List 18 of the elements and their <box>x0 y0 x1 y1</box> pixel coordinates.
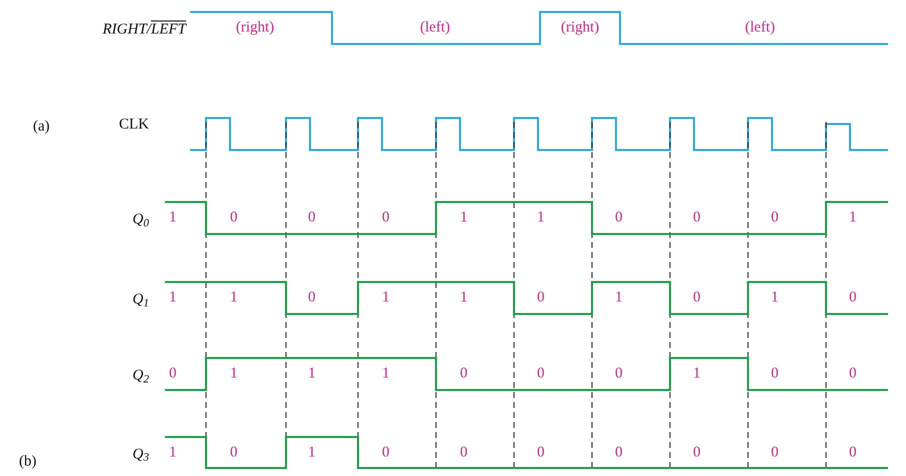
direction-label: (right) <box>560 20 600 36</box>
bit-value: 0 <box>770 445 780 460</box>
direction-label: (left) <box>744 20 776 36</box>
bit-value: 0 <box>536 445 546 460</box>
bit-value: 0 <box>459 445 468 460</box>
direction-label: (left) <box>419 20 451 36</box>
bit-value: 0 <box>692 445 702 460</box>
signal-name: Q$_{3}$ <box>132 447 150 462</box>
bit-value: 0 <box>614 445 624 460</box>
signal-name: Q$_{1}$ <box>132 292 150 308</box>
direction-label: (right) <box>234 20 276 36</box>
signal-name: Q$_{0}$ <box>132 212 150 228</box>
part-label: (a) <box>32 120 51 134</box>
part-label: (b) <box>18 454 38 470</box>
bit-value: 0 <box>229 445 238 460</box>
bit-value: 0 <box>381 445 390 460</box>
signal-name: Q$_{2}$ <box>132 368 150 384</box>
bit-value: 0 <box>848 445 858 460</box>
